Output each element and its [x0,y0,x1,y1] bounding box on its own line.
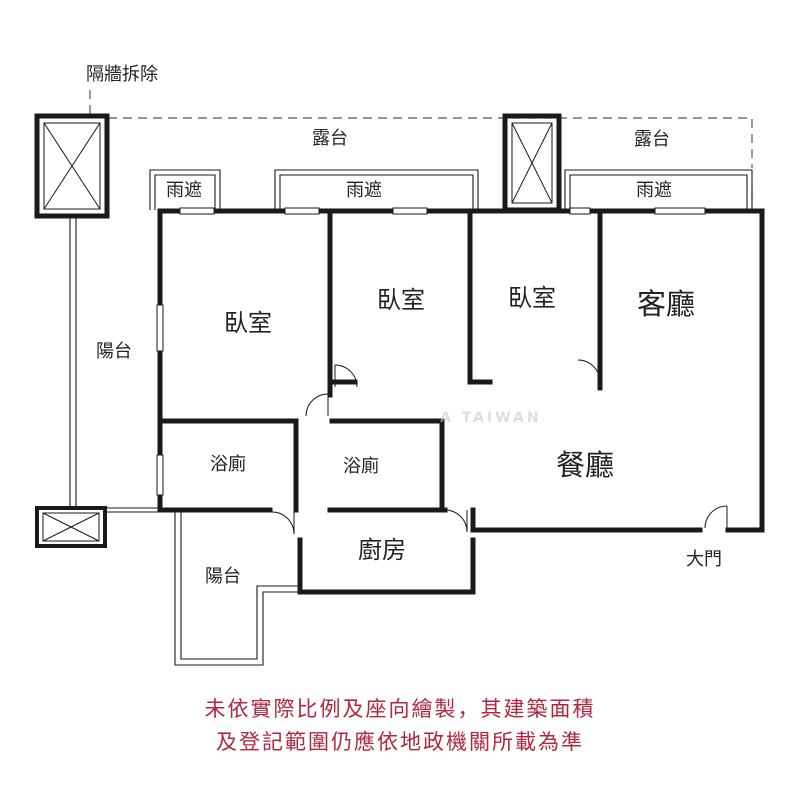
canopy-label-3: 雨遮 [636,180,672,201]
column-top-middle [502,113,562,213]
door-swings [271,359,728,535]
bathroom-label-1: 浴廁 [210,454,246,475]
terrace-label-left: 露台 [312,128,348,149]
bedroom-label-2: 臥室 [377,286,425,314]
main-door-label: 大門 [686,549,722,570]
left-balcony-outline [69,216,160,513]
disclaimer-line-2: 及登記範圍仍應依地政機關所載為準 [216,730,584,754]
terrace-label-right: 露台 [634,129,670,150]
balcony-label-bottom: 陽台 [205,566,241,587]
lower-balcony-outline [174,510,300,666]
disclaimer-line-1: 未依實際比例及座向繪製，其建築面積 [204,697,596,721]
canopy-label-1: 雨遮 [166,180,202,201]
bedroom-label-1: 臥室 [224,309,272,337]
kitchen-label: 廚房 [358,536,406,564]
column-bottom-left [35,506,107,548]
column-top-left [34,113,110,219]
wall-removed-annotation: 隔牆拆除 [86,64,158,85]
bathroom-label-2: 浴廁 [343,456,379,477]
dining-room-label: 餐廳 [556,448,615,482]
living-room-label: 客廳 [637,287,696,321]
canopy-outlines [149,169,753,210]
window-marks [156,207,706,496]
canopy-label-2: 雨遮 [346,180,382,201]
balcony-label-left: 陽台 [96,341,132,362]
main-walls [157,208,765,595]
bedroom-label-3: 臥室 [508,284,556,312]
watermark: A TAIWAN [440,410,542,426]
